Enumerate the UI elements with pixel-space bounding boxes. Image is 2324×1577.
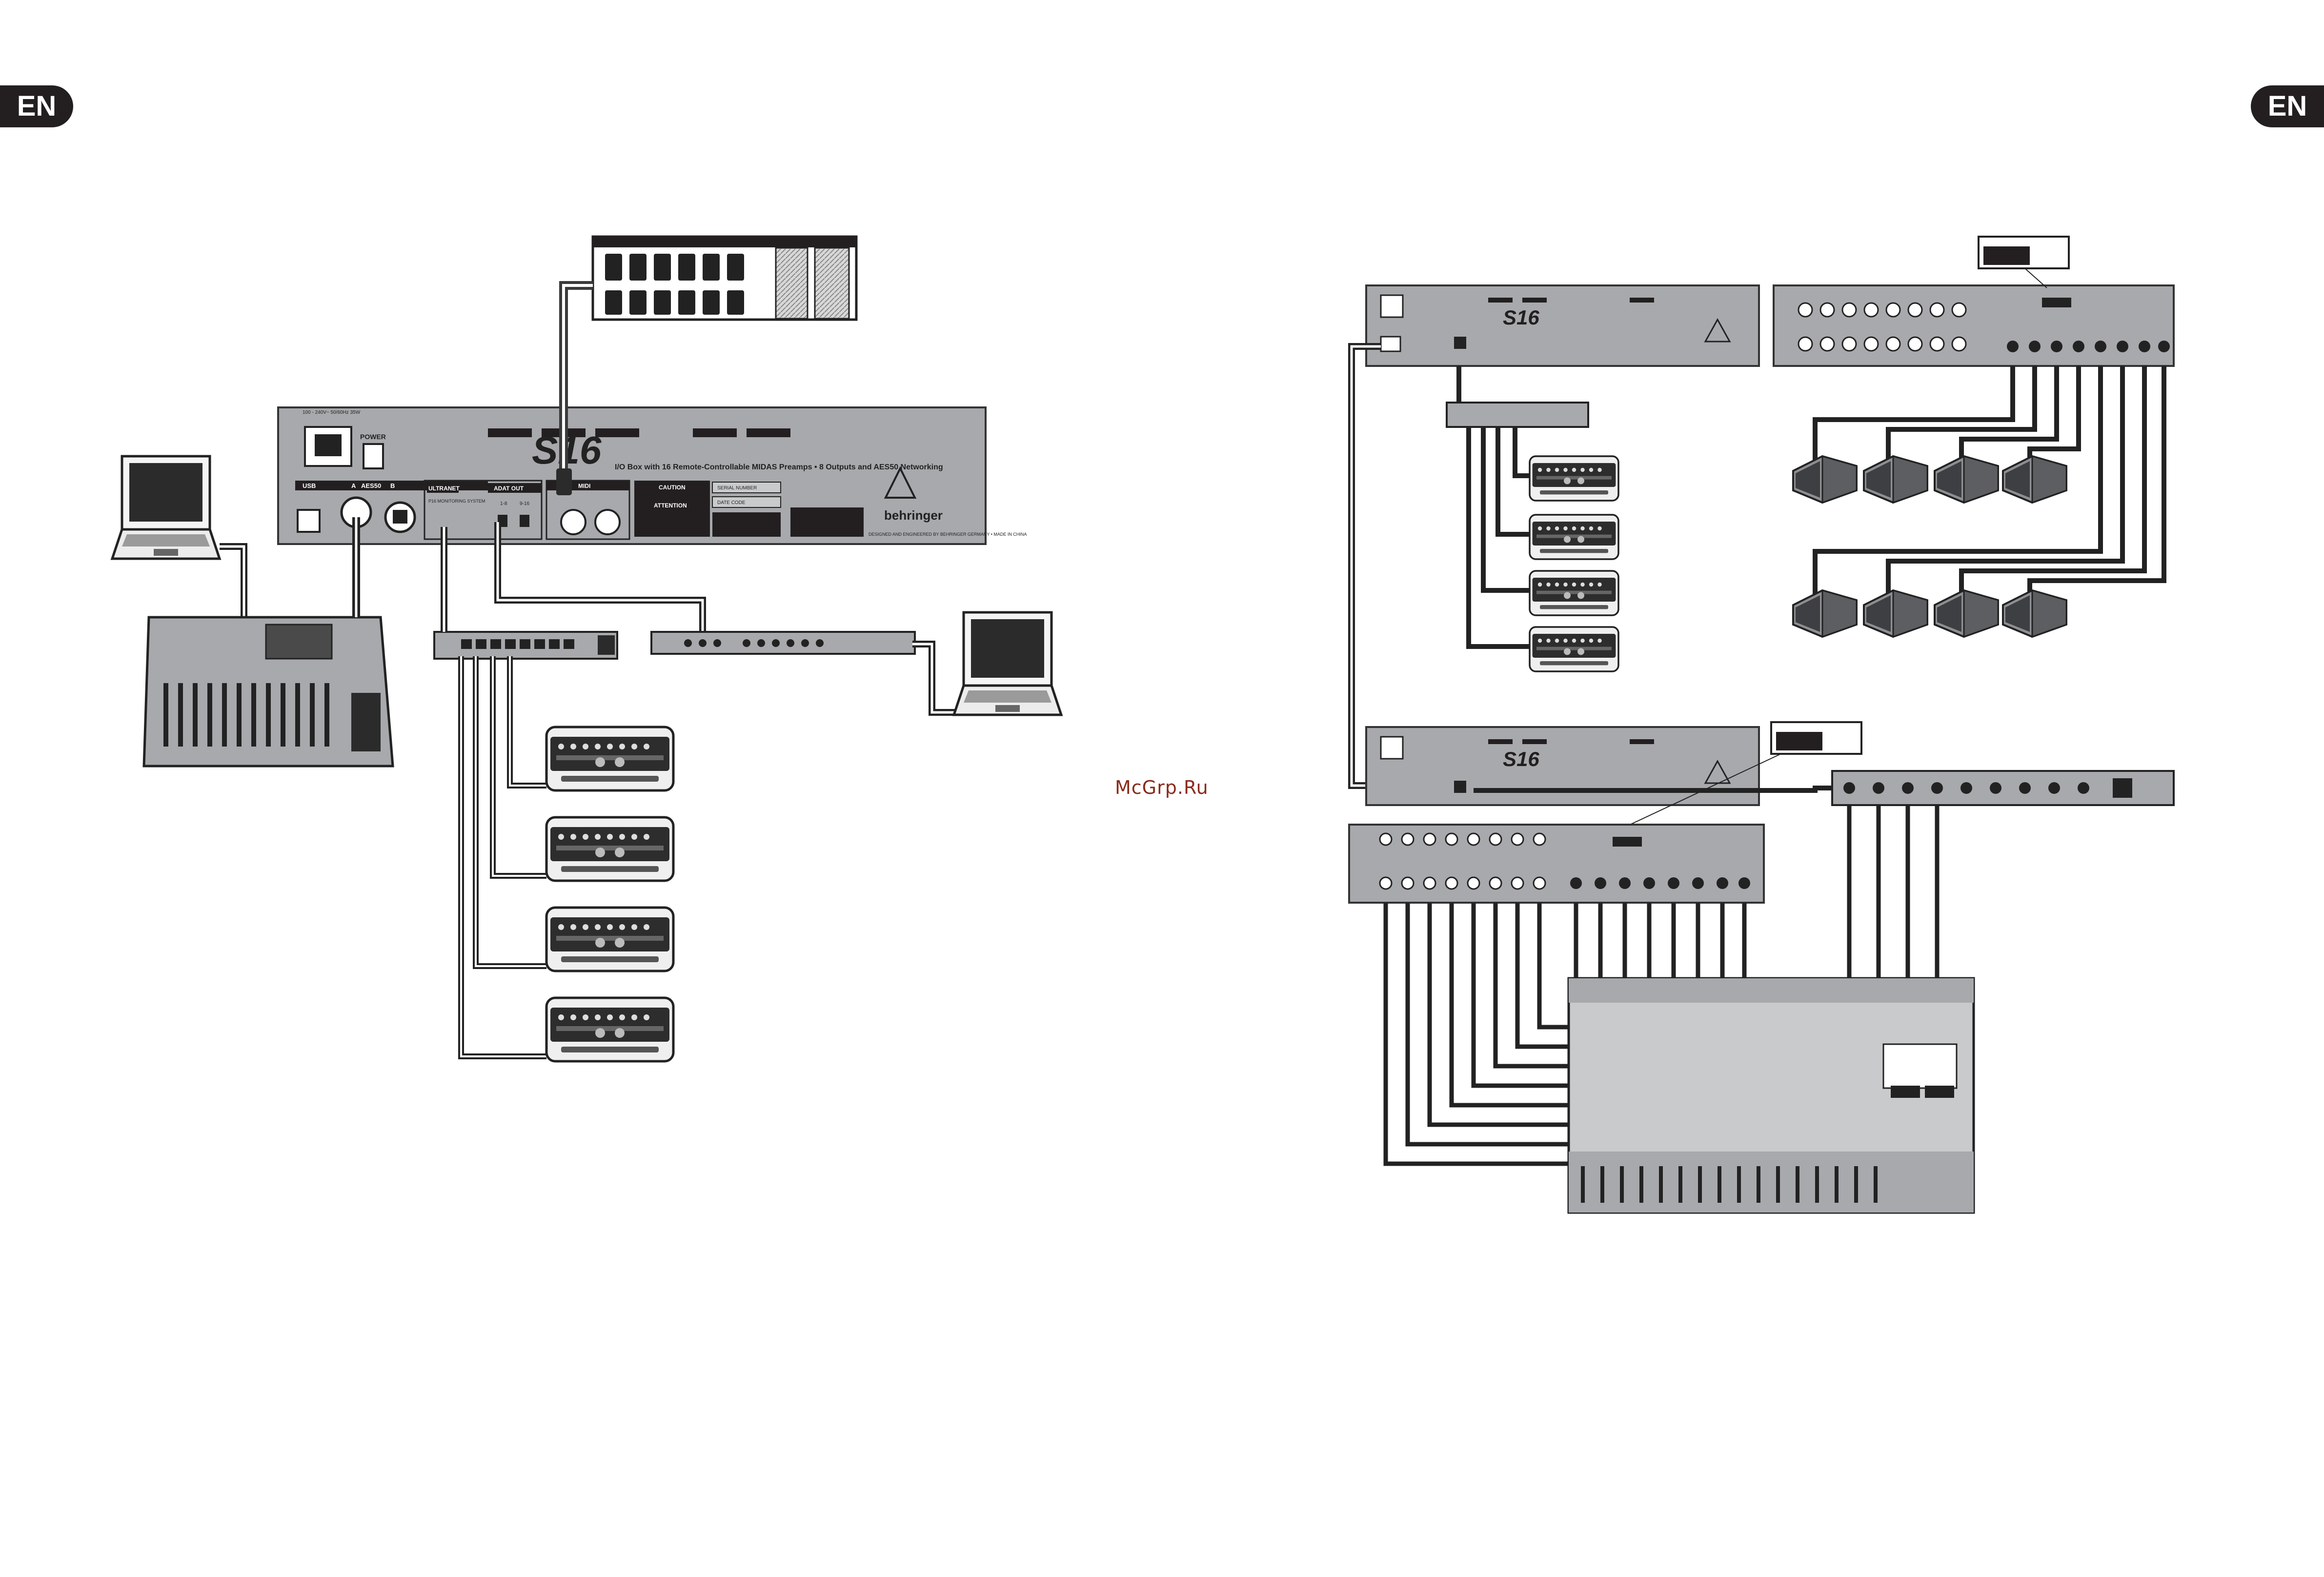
adat-9-16-label: 9-16 bbox=[520, 501, 529, 506]
adat-1-8-label: 1-8 bbox=[500, 501, 507, 506]
brand-label: behringer bbox=[884, 508, 943, 523]
p16-mixer-4 bbox=[546, 998, 673, 1061]
s16-rear-panel: S16 I/O Box with 16 Remote-Controllable … bbox=[277, 406, 1027, 545]
p16-mixer-r4 bbox=[1529, 626, 1619, 672]
p16-label: P16 MONITORING SYSTEM bbox=[428, 499, 485, 504]
laptop-right bbox=[954, 612, 1061, 715]
display-callout-top bbox=[1978, 236, 2070, 288]
usb-label: USB bbox=[303, 482, 316, 489]
s16-logo-small-top: S16 bbox=[1503, 306, 1539, 329]
language-badge-left: EN bbox=[0, 85, 73, 127]
p16-mixer-1 bbox=[546, 727, 673, 790]
p16-mixer-r2 bbox=[1529, 514, 1619, 560]
monitor-wedge-7 bbox=[1934, 589, 1999, 638]
watermark: McGrp.Ru bbox=[1115, 777, 1209, 798]
monitor-wedge-1 bbox=[1792, 455, 1858, 504]
p16-mixer-2 bbox=[546, 817, 673, 881]
aes50-link-cable bbox=[1348, 343, 1381, 789]
s16-logo-small-bottom: S16 bbox=[1503, 748, 1539, 770]
ultranet-hub-right bbox=[1446, 402, 1589, 428]
stage-box-bottom bbox=[1348, 824, 1765, 904]
midi-foot-controller bbox=[591, 235, 858, 321]
date-code-label: DATE CODE bbox=[717, 500, 746, 505]
aes50-b-label: B bbox=[390, 482, 395, 489]
monitor-wedge-2 bbox=[1863, 455, 1928, 504]
p16-mixer-r3 bbox=[1529, 570, 1619, 616]
analog-console bbox=[1567, 977, 1975, 1214]
p16-mixer-3 bbox=[546, 908, 673, 971]
laptop-left bbox=[112, 456, 220, 559]
ultranet-hub bbox=[433, 631, 618, 660]
caution-label: CAUTION bbox=[659, 484, 686, 491]
adat-interface bbox=[650, 631, 916, 655]
language-badge-right: EN bbox=[2251, 85, 2324, 127]
p16-mixer-r1 bbox=[1529, 455, 1619, 502]
s16-rear-panel-small-bottom: S16 bbox=[1365, 726, 1760, 806]
s16-subtitle: I/O Box with 16 Remote-Controllable MIDA… bbox=[615, 463, 943, 471]
attention-label: ATTENTION bbox=[654, 502, 687, 509]
aes50-label: AES50 bbox=[361, 482, 381, 489]
power-label: POWER bbox=[360, 433, 386, 441]
aes50-a-label: A bbox=[351, 482, 356, 489]
monitor-wedge-4 bbox=[2002, 455, 2067, 504]
usb-port bbox=[297, 509, 321, 533]
monitor-wedge-8 bbox=[2002, 589, 2067, 638]
monitor-wedge-3 bbox=[1934, 455, 1999, 504]
digital-mixer bbox=[142, 616, 394, 768]
monitor-wedge-5 bbox=[1792, 589, 1858, 638]
monitor-wedge-6 bbox=[1863, 589, 1928, 638]
s16-rear-panel-small-top: S16 bbox=[1365, 284, 1760, 367]
mains-label: 100 - 240V~ 50/60Hz 35W bbox=[303, 410, 361, 415]
display-callout-bottom bbox=[1624, 721, 1862, 828]
made-in-label: DESIGNED AND ENGINEERED BY BEHRINGER GER… bbox=[869, 532, 1027, 537]
ultranet-label: ULTRANET bbox=[428, 485, 460, 492]
serial-label: SERIAL NUMBER bbox=[717, 485, 757, 491]
stage-box-top bbox=[1773, 284, 2175, 367]
rack-processor bbox=[1831, 770, 2175, 806]
adat-out-label: ADAT OUT bbox=[494, 485, 524, 492]
midi-label: MIDI bbox=[578, 483, 590, 489]
